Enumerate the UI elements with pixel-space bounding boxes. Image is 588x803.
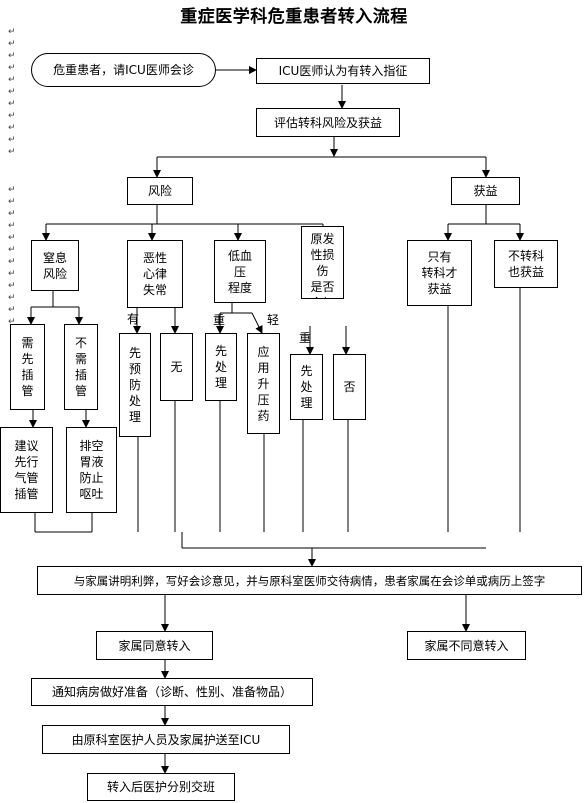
branch-label-severe-b: 重 (299, 331, 312, 345)
start-node: 危重患者，请ICU医师会诊 (31, 53, 216, 87)
choke-risk-node: 窒息 风险 (31, 240, 79, 291)
notify-ward-node: 通知病房做好准备（诊断、性别、准备物品） (31, 678, 313, 706)
risk-benefit-assessment-node: 评估转科风险及获益 (256, 108, 400, 137)
none-node: 无 (160, 333, 193, 401)
primary-injury-node: 原发 性损 伤 是否 会加 (301, 226, 344, 299)
treat-first-node-b: 先 处 理 (290, 354, 323, 420)
risk-node: 风险 (127, 177, 193, 205)
hypotension-node: 低血 压 程度 (214, 240, 266, 303)
arrhythmia-node: 恶性 心律 失常 (127, 240, 183, 308)
empty-stomach-node: 排空 胃液 防止 呕吐 (66, 427, 117, 513)
branch-label-severe-a: 重 (213, 313, 226, 327)
no-transfer-benefit-node: 不转科 也获益 (494, 240, 558, 288)
icu-indication-node: ICU医师认为有转入指征 (256, 58, 430, 84)
handover-node: 转入后医护分别交班 (87, 773, 235, 801)
treat-first-node-a: 先 处 理 (205, 333, 237, 401)
vasopressor-node: 应 用 升 压 药 (247, 333, 280, 434)
only-transfer-benefit-node: 只有 转科才 获益 (407, 240, 472, 306)
paragraph-marks-top: ↵ ↵ ↵ ↵ ↵ ↵ ↵ ↵ ↵ ↵ ↵ (8, 27, 16, 157)
no-intubation-node: 不 需 插 管 (64, 324, 98, 410)
no-node: 否 (333, 354, 366, 420)
branch-label-mild: 轻 (267, 313, 280, 327)
family-disagrees-node: 家属不同意转入 (407, 631, 526, 660)
need-intubation-node: 需 先 插 管 (10, 324, 45, 410)
escort-to-icu-node: 由原科室医护人员及家属护送至ICU (42, 725, 290, 754)
communicate-with-family-node: 与家属讲明利弊，写好会诊意见，并与原科室医师交待病情，患者家属在会诊单或病历上签… (37, 566, 582, 595)
prevent-first-node: 先 预 防 处 理 (119, 333, 151, 437)
family-agrees-node: 家属同意转入 (96, 631, 213, 660)
branch-label-yes: 有 (127, 312, 140, 326)
benefit-node: 获益 (451, 177, 520, 205)
page-title: 重症医学科危重患者转入流程 (180, 7, 408, 27)
paragraph-marks-bottom: ↵ ↵ ↵ ↵ ↵ ↵ ↵ ↵ ↵ ↵ ↵ ↵ (8, 185, 16, 327)
advise-intubation-node: 建议 先行 气管 插管 (0, 427, 53, 513)
